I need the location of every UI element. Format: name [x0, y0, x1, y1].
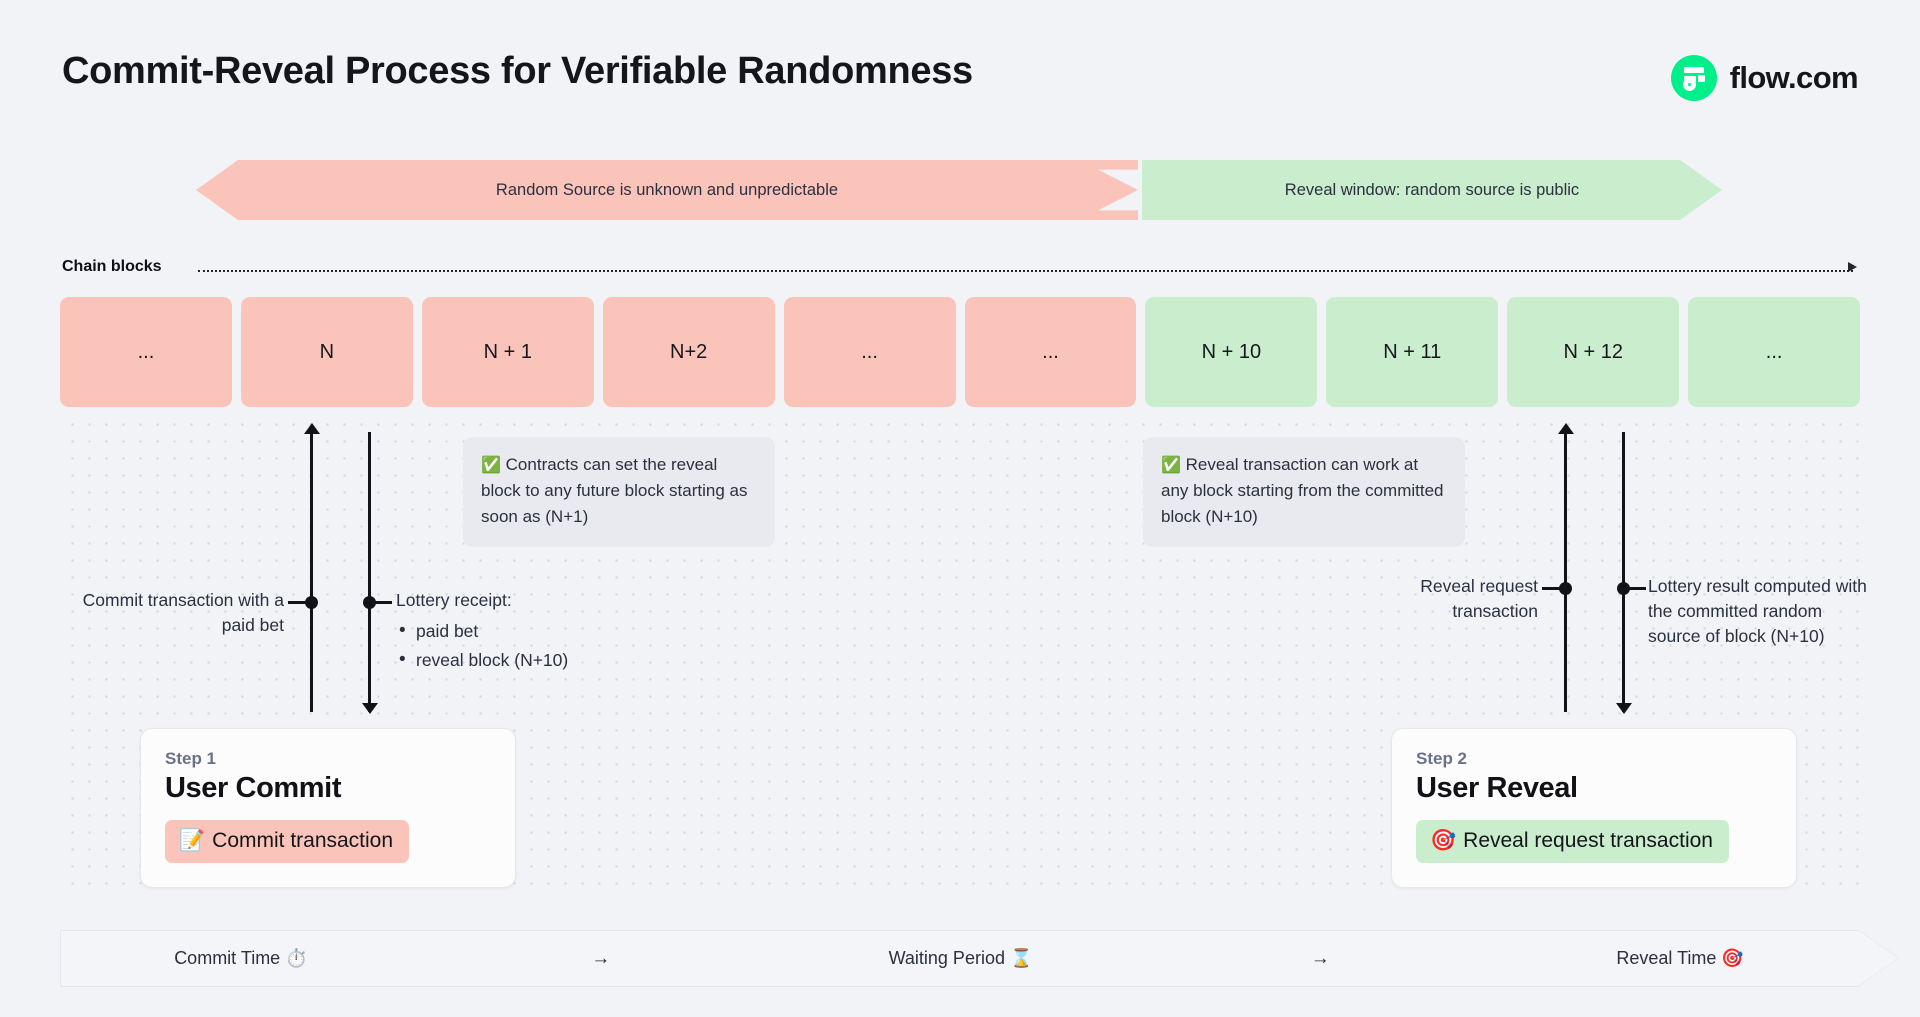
direct-hit-icon: 🎯 — [1430, 829, 1457, 852]
commit-transaction-chip-label: Commit transaction — [212, 829, 394, 852]
page-title: Commit-Reveal Process for Verifiable Ran… — [62, 50, 973, 92]
lottery-receipt-arrow-down-icon — [362, 703, 378, 714]
commit-tx-connector-tick — [288, 601, 308, 604]
annotation-lottery-receipt-list: paid bet reveal block (N+10) — [396, 618, 656, 674]
annotation-lottery-result-text: Lottery result computed with the committ… — [1648, 576, 1867, 646]
step-1-eyebrow: Step 1 — [165, 749, 217, 768]
timeline-bar: Commit Time ⏱️ → Waiting Period ⌛ → Reve… — [60, 930, 1860, 987]
callout-reveal-text: Reveal transaction can work at any block… — [1161, 455, 1444, 527]
flow-logo-icon — [1670, 55, 1717, 101]
step-2-eyebrow: Step 2 — [1416, 749, 1468, 768]
reveal-request-connector-line — [1564, 432, 1567, 712]
annotation-lottery-receipt-title: Lottery receipt: — [396, 590, 512, 610]
step-2-title: User Reveal — [1416, 772, 1578, 804]
commit-tx-connector-dot — [305, 596, 318, 609]
lottery-result-arrow-down-icon — [1616, 703, 1632, 714]
timeline-commit-time: Commit Time ⏱️ — [174, 948, 308, 968]
annotation-commit-transaction: Commit transaction with a paid bet — [72, 588, 284, 638]
commit-tx-arrow-up-icon — [304, 423, 320, 434]
chain-axis-arrow-icon — [1848, 262, 1857, 272]
chain-block: ... — [60, 297, 232, 407]
chain-block: N + 1 — [421, 297, 594, 407]
timeline-waiting-period: Waiting Period ⌛ — [888, 948, 1033, 968]
chain-block: ... — [964, 297, 1137, 407]
white-check-mark-icon: ✅ — [481, 457, 501, 474]
lottery-result-connector-tick — [1626, 587, 1646, 590]
lottery-receipt-connector-line — [368, 432, 371, 712]
commit-tx-connector-line — [310, 432, 313, 712]
brand-logo: flow.com — [1670, 55, 1859, 101]
reveal-request-connector-dot — [1559, 582, 1572, 595]
brand-name: flow.com — [1729, 60, 1859, 95]
reveal-request-arrow-up-icon — [1558, 423, 1574, 434]
step-card-user-reveal: Step 2 User Reveal 🎯 Reveal request trans… — [1391, 728, 1797, 888]
phase-banner-unknown-label: Random Source is unknown and unpredictab… — [495, 180, 839, 199]
list-item: reveal block (N+10) — [396, 647, 656, 674]
white-check-mark-icon: ✅ — [1161, 457, 1181, 474]
lottery-receipt-connector-dot — [363, 596, 376, 609]
lottery-result-connector-dot — [1617, 582, 1630, 595]
phase-banner-reveal: Reveal window: random source is public — [1142, 160, 1722, 220]
memo-icon: 📝 — [179, 829, 206, 852]
timeline-reveal-time: Reveal Time 🎯 — [1616, 948, 1744, 968]
chain-block: N + 12 — [1507, 297, 1680, 407]
chain-block: N + 11 — [1326, 297, 1499, 407]
callout-commit: ✅ Contracts can set the reveal block to … — [463, 437, 775, 547]
lottery-result-connector-line — [1622, 432, 1625, 712]
timeline-arrow-2-icon: → — [1310, 947, 1330, 969]
chain-block: ... — [1688, 297, 1861, 407]
step-1-title: User Commit — [165, 772, 342, 804]
chain-axis-line — [198, 270, 1853, 272]
annotation-reveal-request-text: Reveal request transaction — [1420, 576, 1538, 621]
reveal-request-transaction-chip-label: Reveal request transaction — [1463, 829, 1713, 852]
reveal-request-transaction-chip[interactable]: 🎯 Reveal request transaction — [1416, 820, 1729, 863]
step-card-user-commit: Step 1 User Commit 📝 Commit transaction — [140, 728, 516, 888]
lottery-receipt-connector-tick — [372, 601, 392, 604]
commit-transaction-chip[interactable]: 📝 Commit transaction — [165, 820, 410, 863]
chain-block: N + 10 — [1145, 297, 1318, 407]
annotation-reveal-request: Reveal request transaction — [1330, 574, 1538, 624]
annotation-lottery-receipt: Lottery receipt: paid bet reveal block (… — [396, 588, 656, 673]
chain-block: ... — [783, 297, 956, 407]
callout-commit-text: Contracts can set the reveal block to an… — [481, 455, 748, 527]
annotation-lottery-result: Lottery result computed with the committ… — [1648, 574, 1870, 649]
timeline-arrow-1-icon: → — [591, 947, 611, 969]
list-item: paid bet — [396, 618, 656, 645]
chain-block: N+2 — [602, 297, 775, 407]
annotation-commit-transaction-text: Commit transaction with a paid bet — [82, 590, 284, 635]
timeline-arrow-cap-icon — [1858, 930, 1898, 986]
chain-block: N — [240, 297, 413, 407]
chain-blocks-label: Chain blocks — [62, 258, 162, 275]
phase-banner-reveal-label: Reveal window: random source is public — [1284, 180, 1580, 199]
callout-reveal: ✅ Reveal transaction can work at any blo… — [1143, 437, 1465, 547]
reveal-request-connector-tick — [1542, 587, 1562, 590]
phase-banner-unknown: Random Source is unknown and unpredictab… — [196, 160, 1138, 220]
